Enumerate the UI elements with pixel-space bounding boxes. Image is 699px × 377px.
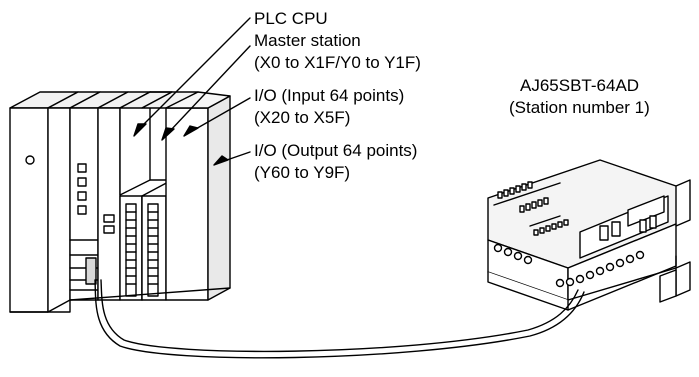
output-module	[120, 92, 172, 300]
label-plc-cpu: PLC CPU	[254, 9, 328, 28]
label-io-output-range: (Y60 to Y9F)	[254, 163, 351, 182]
power-supply-module	[10, 92, 78, 312]
label-io-output: I/O (Output 64 points)	[254, 141, 418, 160]
plc-cpu-module	[48, 92, 100, 312]
label-io-input: I/O (Input 64 points)	[254, 86, 405, 105]
label-io-input-range: (X20 to X5F)	[254, 108, 351, 127]
leader-io-input	[194, 98, 250, 130]
label-master-station-range: (X0 to X1F/Y0 to Y1F)	[254, 53, 421, 72]
leader-master-station	[170, 46, 250, 131]
plc-base-unit	[10, 92, 230, 312]
arrowhead-io-output	[214, 156, 228, 165]
master-station-module	[70, 92, 128, 300]
leader-lines	[134, 18, 250, 165]
remote-io-station	[488, 160, 690, 310]
label-remote-model: AJ65SBT-64AD	[520, 76, 640, 95]
cc-link-cable	[95, 280, 584, 358]
input-module	[98, 92, 150, 300]
arrowhead-master-station	[162, 128, 174, 140]
empty-slot-module	[142, 92, 230, 300]
arrowhead-io-input	[184, 126, 198, 136]
arrowhead-plc-cpu	[134, 124, 146, 136]
leader-plc-cpu	[142, 18, 250, 126]
label-remote-station: (Station number 1)	[509, 98, 650, 117]
label-master-station: Master station	[254, 31, 361, 50]
